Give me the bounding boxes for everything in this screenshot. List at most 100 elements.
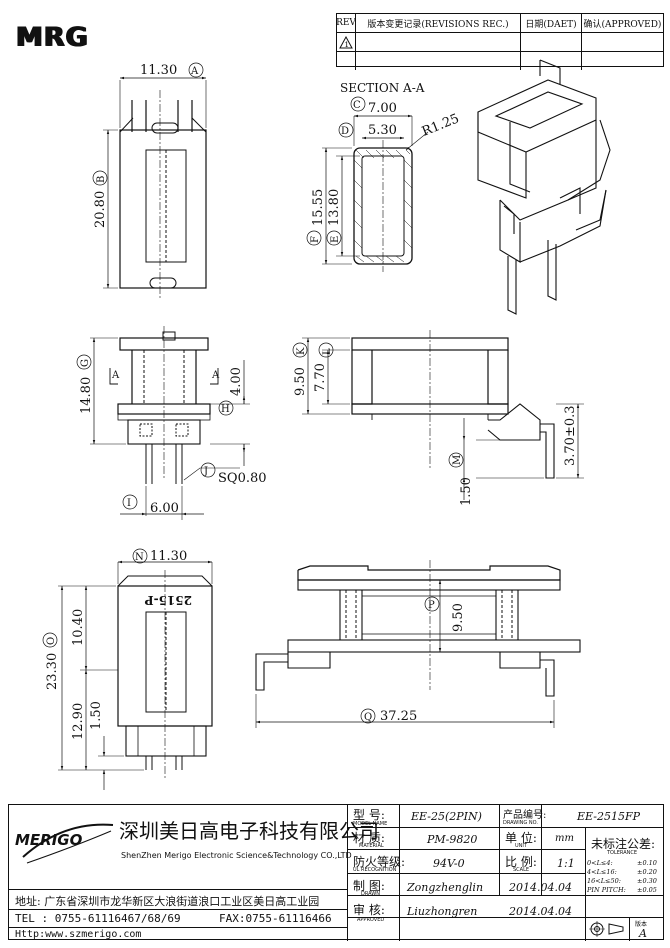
dim-j-value: SQ0.80 [218, 471, 267, 486]
revision-table: REV 版本变更记录(REVISIONS REC.) 日期(DAET) 确认(A… [336, 13, 664, 70]
dim-e-value: 13.80 [327, 189, 342, 226]
company-name-cn: 深圳美日高电子科技有限公司 [119, 819, 379, 843]
brand-swoosh-icon [22, 823, 114, 864]
ul-label: 防火等级: [353, 855, 406, 869]
svg-text:H: H [221, 404, 230, 415]
dim-top-h-value: 10.40 [71, 609, 86, 646]
svg-text:B: B [96, 176, 107, 183]
tolerance-row: 16<L≤50: ±0.30 [587, 877, 657, 885]
bubble-k: K [292, 342, 308, 358]
bottom-front-view [58, 560, 213, 790]
approved-header: 确认(APPROVED) [583, 19, 662, 30]
rev-mark: 1 [345, 41, 349, 49]
dim-bot-h-value: 12.90 [71, 703, 86, 740]
approved-value: Liuzhongren [407, 905, 478, 918]
revisions-header: 版本变更记录(REVISIONS REC.) [356, 14, 521, 32]
drawn-date: 2014.04.04 [509, 881, 572, 894]
date-cell [521, 33, 582, 51]
svg-text:A: A [190, 66, 199, 77]
dim-p-value: 9.50 [451, 603, 466, 632]
tolerance-label: 未标注公差: [591, 837, 656, 851]
company-name-en: ShenZhen Merigo Electronic Science&Techn… [121, 851, 352, 860]
tolerance-row: 4<L≤16: ±0.20 [587, 868, 657, 876]
svg-text:F: F [310, 236, 321, 243]
company-fax: FAX:0755-61116466 [219, 912, 332, 925]
bubble-b: B [92, 170, 108, 186]
model-sub: MODEL NAME [353, 821, 388, 827]
svg-text:E: E [330, 236, 341, 243]
part-marking: 2515-P [145, 593, 192, 607]
rev-header: REV [337, 14, 356, 32]
ul-value: 94V-0 [433, 857, 465, 870]
unit-value: mm [555, 833, 574, 844]
approved-label: 审 核: [353, 903, 385, 917]
bubble-q: Q [360, 708, 376, 724]
dim-k-value: 9.50 [293, 367, 308, 396]
bottom-side-view [255, 560, 581, 728]
svg-text:C: C [353, 100, 361, 111]
section-mark-left: A [111, 370, 120, 381]
ul-sub: UL RECOGNITION [353, 867, 397, 873]
date-cell-2 [521, 52, 582, 70]
dim-o-value: 23.30 [45, 653, 60, 690]
svg-text:D: D [341, 126, 349, 137]
dim-n-value: 11.30 [150, 549, 187, 564]
svg-text:M: M [452, 455, 463, 465]
drawing-no-label: 产品编号: [503, 810, 547, 821]
company-logo: MRG [16, 22, 89, 53]
bubble-m: M [448, 452, 464, 468]
company-website[interactable]: Http:www.szmerigo.com [15, 929, 142, 940]
dim-c-value: 7.00 [368, 101, 397, 116]
tolerance-row: PIN PITCH: ±0.05 [587, 886, 657, 894]
bubble-h: H [218, 400, 234, 416]
revision-cell [356, 33, 521, 51]
title-block: MERIGO 深圳美日高电子科技有限公司 ShenZhen Merigo Ele… [8, 804, 664, 941]
bubble-c: C [350, 96, 366, 112]
bubble-l: L [318, 342, 334, 358]
svg-text:O: O [46, 637, 57, 645]
version-value: A [639, 927, 647, 940]
section-view [322, 114, 429, 272]
bubble-a: A [188, 62, 204, 78]
isometric-view [477, 59, 611, 315]
section-mark-right: A [211, 370, 220, 381]
bubble-o: O [42, 632, 58, 648]
dim-q-value: 37.25 [380, 709, 417, 724]
scale-value: 1:1 [557, 857, 575, 870]
rev-cell-2 [337, 52, 356, 70]
bubble-g: G [76, 354, 92, 370]
dim-b-value: 20.80 [93, 191, 108, 228]
drawn-label: 制 图: [353, 879, 385, 893]
dim-l-value: 7.70 [313, 363, 328, 392]
bubble-e: E [326, 230, 342, 246]
tolerance-row: 0<L≤4: ±0.10 [587, 859, 657, 867]
dim-d-value: 5.30 [368, 123, 397, 138]
svg-text:L: L [322, 348, 333, 355]
svg-text:N: N [135, 552, 144, 563]
bubble-i: I [122, 494, 138, 510]
svg-text:J: J [203, 466, 208, 477]
bubble-j: J [200, 462, 216, 478]
dim-g-value: 14.80 [79, 377, 94, 414]
drawn-sub: DRAWN [361, 891, 380, 897]
dim-h-value: 4.00 [229, 367, 244, 396]
scale-sub: SCALE [513, 867, 530, 873]
bubble-n: N [132, 548, 148, 564]
unit-sub: UNIT [515, 843, 527, 849]
company-tel: TEL : 0755-61116467/68/69 [15, 912, 181, 925]
svg-text:P: P [428, 600, 435, 611]
technical-drawing: 11.30 A 20.80 B SECTION A-A C 7.00 D 5.3… [42, 59, 611, 790]
brand-logo: MERIGO [15, 831, 83, 849]
drawing-no-value: EE-2515FP [577, 810, 641, 823]
tolerance-list: 0<L≤4: ±0.10 4<L≤16: ±0.20 16<L≤50: ±0.3… [587, 859, 657, 895]
side-view-right [302, 330, 584, 500]
revision-cell-2 [356, 52, 521, 70]
front-view [103, 76, 207, 300]
dim-i-value: 6.00 [150, 501, 179, 516]
drawing-no-sub: DRAWING NO. [503, 820, 538, 826]
svg-text:I: I [127, 498, 131, 509]
svg-text:G: G [80, 359, 91, 367]
drawn-value: Zongzhenglin [407, 881, 484, 894]
approved-sub: APPROVED [357, 917, 385, 923]
